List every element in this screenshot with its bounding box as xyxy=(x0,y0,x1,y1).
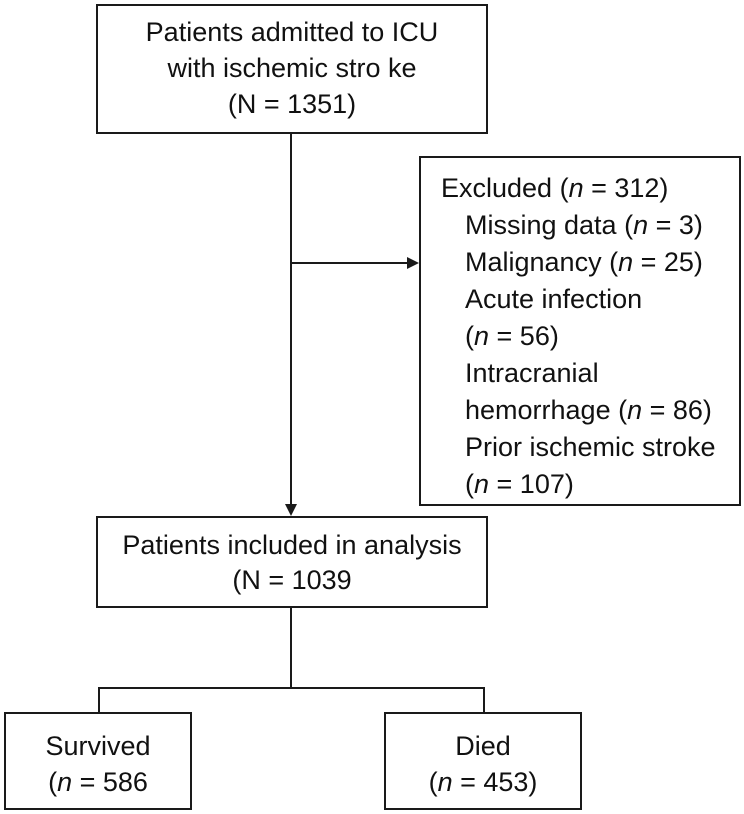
excluded-item-prior-stroke: Prior ischemic stroke xyxy=(465,432,716,462)
died-box: Died (n = 453) xyxy=(384,712,582,810)
split-stem xyxy=(290,608,292,688)
included-count: (N = 1039 xyxy=(232,565,352,595)
survived-box: Survived (n = 586 xyxy=(4,712,192,810)
died-count: (n = 453) xyxy=(428,767,538,797)
excluded-item-intracranial: Intracranial xyxy=(465,358,599,388)
excluded-item-hemorrhage: hemorrhage (n = 86) xyxy=(465,395,712,425)
admitted-box: Patients admitted to ICU with ischemic s… xyxy=(96,4,488,134)
excluded-box: Excluded (n = 312) Missing data (n = 3) … xyxy=(419,156,741,506)
admitted-line-2: with ischemic stro ke xyxy=(167,53,417,83)
admitted-line-1: Patients admitted to ICU xyxy=(145,17,439,47)
split-right-drop xyxy=(483,687,485,712)
died-label: Died xyxy=(455,731,511,761)
excluded-item-malignancy: Malignancy (n = 25) xyxy=(465,247,703,277)
included-line-1: Patients included in analysis xyxy=(122,530,462,560)
excluded-item-missing-data: Missing data (n = 3) xyxy=(465,210,703,240)
excluded-item-acute-infection-count: (n = 56) xyxy=(465,321,559,351)
survived-count: (n = 586 xyxy=(48,767,148,797)
split-horizontal xyxy=(98,687,484,689)
excluded-item-acute-infection: Acute infection xyxy=(465,284,643,314)
split-left-drop xyxy=(98,687,100,712)
survived-label: Survived xyxy=(45,731,151,761)
excluded-title: Excluded (n = 312) xyxy=(441,173,669,203)
exclusion-connector xyxy=(290,262,408,264)
arrow-to-included xyxy=(285,504,297,516)
arrow-to-excluded xyxy=(407,257,419,269)
admitted-count: (N = 1351) xyxy=(227,89,357,119)
excluded-item-prior-stroke-count: (n = 107) xyxy=(465,469,574,499)
included-box: Patients included in analysis (N = 1039 xyxy=(96,516,488,608)
main-connector xyxy=(290,134,292,506)
